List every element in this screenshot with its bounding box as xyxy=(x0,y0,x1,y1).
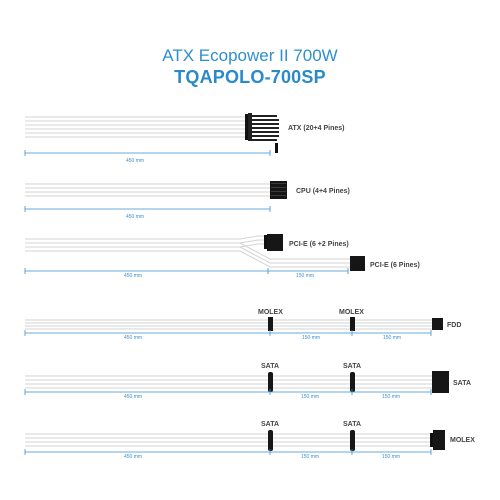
wire-bundle xyxy=(25,375,432,389)
dimension-label: 450 mm xyxy=(124,454,142,460)
cable-molex-fdd: MOLEX MOLEX FDD 450 mm 150 mm 150 mm xyxy=(24,309,461,341)
sata-label: SATA xyxy=(343,421,361,428)
wire-bundle xyxy=(25,433,432,447)
dimension-line: 450 mm 150 mm 150 mm xyxy=(24,330,432,341)
molex-connector xyxy=(350,317,355,331)
pcie-8pin-connector-latch xyxy=(264,235,267,249)
wire-bundle xyxy=(25,319,432,330)
dimension-label: 150 mm xyxy=(302,335,320,341)
cpu-connector xyxy=(270,181,287,199)
fdd-connector xyxy=(432,318,443,330)
sata-label: SATA xyxy=(261,421,279,428)
dimension-label: 150 mm xyxy=(382,394,400,400)
dimension-line: 450 mm xyxy=(24,206,271,220)
fdd-label: FDD xyxy=(447,322,461,329)
cable-cpu: CPU (4+4 Pines) 450 mm xyxy=(24,181,350,220)
cpu-connector-label: CPU (4+4 Pines) xyxy=(296,188,350,195)
dimension-label: 450 mm xyxy=(124,273,142,279)
pcie-8pin-connector-label: PCI-E (6 +2 Pines) xyxy=(289,241,349,248)
pcie-6pin-connector xyxy=(350,256,365,271)
molex-end-label: MOLEX xyxy=(450,437,475,444)
dimension-label: 450 mm xyxy=(124,394,142,400)
atx-connector-clip xyxy=(245,114,248,140)
dimension-label: 450 mm xyxy=(126,158,144,164)
cable-sata-sata: SATA SATA SATA 450 mm 150 mm 150 mm xyxy=(24,363,471,400)
sata-label: SATA xyxy=(261,363,279,370)
wire-bundle xyxy=(25,235,350,268)
sata-connector xyxy=(268,430,273,451)
dimension-label: 150 mm xyxy=(296,273,314,279)
molex-label: MOLEX xyxy=(258,309,283,316)
dimension-line: 450 mm xyxy=(24,150,271,164)
pcie-6pin-connector-label: PCI-E (6 Pines) xyxy=(370,262,420,269)
atx-connector-pins xyxy=(252,115,279,153)
sata-connector xyxy=(350,430,355,451)
wire-bundle xyxy=(25,183,270,197)
molex-end-connector xyxy=(433,430,445,450)
sata-end-label: SATA xyxy=(453,380,471,387)
dimension-label: 150 mm xyxy=(383,335,401,341)
dimension-line: 450 mm 150 mm 150 mm xyxy=(24,389,432,400)
cable-pcie: PCI-E (6 +2 Pines) PCI-E (6 Pines) 450 m… xyxy=(24,234,420,279)
molex-end-connector-flange xyxy=(430,433,433,447)
dimension-label: 150 mm xyxy=(301,454,319,460)
dimension-label: 150 mm xyxy=(301,394,319,400)
dimension-label: 150 mm xyxy=(382,454,400,460)
product-title: ATX Ecopower II 700W xyxy=(162,46,338,65)
dimension-line: 450 mm 150 mm 150 mm xyxy=(24,449,432,460)
molex-connector xyxy=(268,317,273,331)
cpu-connector-pins xyxy=(271,183,286,196)
pcie-8pin-connector xyxy=(267,234,283,251)
dimension-label: 450 mm xyxy=(124,335,142,341)
atx-connector-label: ATX (20+4 Pines) xyxy=(288,125,344,132)
atx-connector xyxy=(248,113,252,141)
molex-label: MOLEX xyxy=(339,309,364,316)
dimension-label: 450 mm xyxy=(126,214,144,220)
sata-connector xyxy=(350,372,355,392)
product-model: TQAPOLO-700SP xyxy=(174,67,326,87)
wire-bundle xyxy=(25,116,246,138)
cable-sata-molex: SATA SATA MOLEX 450 mm 150 mm 150 mm xyxy=(24,421,475,460)
sata-label: SATA xyxy=(343,363,361,370)
sata-end-connector xyxy=(432,371,449,393)
dimension-line: 450 mm 150 mm xyxy=(24,268,349,279)
cable-atx: ATX (20+4 Pines) 450 mm xyxy=(24,113,344,164)
sata-connector xyxy=(268,372,273,392)
